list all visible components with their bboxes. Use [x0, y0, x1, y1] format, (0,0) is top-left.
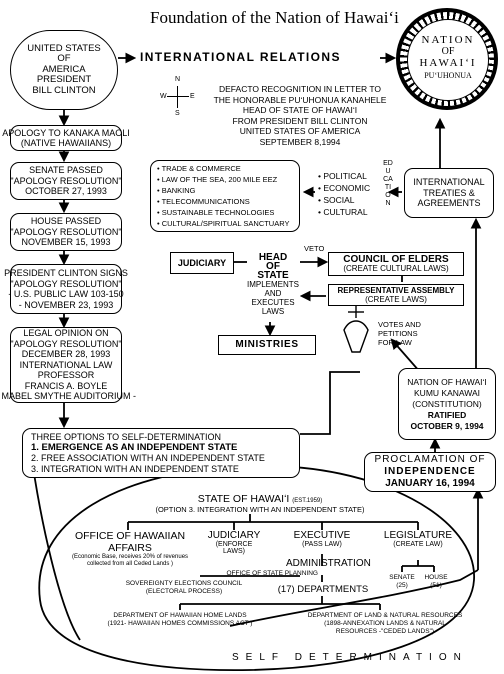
state-departments: (17) DEPARTMENTS [277, 584, 369, 595]
defacto-recognition: DEFACTO RECOGNITION IN LETTER TO THE HON… [213, 84, 387, 147]
state-house: HOUSE (51) [424, 574, 448, 589]
list-item: • BANKING [157, 186, 196, 195]
state-executive: EXECUTIVE (PASS LAW) [293, 530, 351, 548]
usa-box: UNITED STATES OF AMERICA PRESIDENT BILL … [10, 30, 118, 110]
ministries-box: MINISTRIES [218, 335, 316, 355]
state-admin: ADMINISTRATION [286, 558, 371, 569]
kumu-kanawai-box: NATION OF HAWAIʻI KUMU KANAWAI (CONSTITU… [398, 368, 496, 440]
house-box: HOUSE PASSED "APOLOGY RESOLUTION" NOVEMB… [10, 213, 122, 251]
list-item: • TELECOMMUNICATIONS [157, 197, 250, 206]
apology-box: APOLOGY TO KANAKA MAOLI (NATIVE HAWAIIAN… [2, 125, 130, 151]
usa-line: UNITED STATES [27, 42, 101, 54]
list-item: • SUSTAINABLE TECHNOLOGIES [157, 208, 275, 217]
rep-assembly-box: REPRESENTATIVE ASSEMBLY (CREATE LAWS) [328, 284, 464, 306]
state-elections-council: SOVEREIGNTY ELECTIONS COUNCIL (ELECTORAL… [125, 580, 243, 595]
state-planning: OFFICE OF STATE PLANNING [226, 570, 319, 577]
state-option: (OPTION 3. INTEGRATION WITH AN INDEPENDE… [155, 505, 365, 514]
state-senate: SENATE (25) [389, 574, 415, 589]
state-dhhl: DEPARTMENT OF HAWAIIAN HOME LANDS (1921-… [107, 612, 253, 627]
list-item: • CULTURAL/SPIRITUAL SANCTUARY [157, 219, 290, 228]
oha-block: OFFICE OF HAWAIIAN AFFAIRS (Economic Bas… [71, 530, 189, 567]
usa-line: PRESIDENT [36, 74, 92, 86]
state-dlnr: DEPARTMENT OF LAND & NATURAL RESOURCES (… [307, 612, 463, 635]
education-label: EDUCATION [383, 160, 393, 207]
seal-line: OF [441, 46, 455, 57]
usa-line: BILL CLINTON [32, 84, 96, 96]
page-title: Foundation of the Nation of Hawaiʻi [150, 8, 399, 27]
compass-icon: N S W E [160, 76, 195, 117]
veto-label: VETO [304, 244, 325, 253]
treaties-box: INTERNATIONAL TREATIES & AGREEMENTS [404, 168, 494, 218]
proclamation-box: PROCLAMATION OF INDEPENDENCE JANUARY 16,… [364, 452, 496, 492]
usa-line: OF [57, 53, 71, 65]
judiciary-box: JUDICIARY [170, 252, 234, 274]
senate-box: SENATE PASSED "APOLOGY RESOLUTION" OCTOB… [10, 162, 122, 200]
self-determination-label: SELF DETERMINATION [232, 652, 468, 663]
state-legislature: LEGISLATURE (CREATE LAW) [383, 530, 453, 548]
seal-line: PUʻUHONUA [424, 71, 472, 80]
list-item: • CULTURAL [318, 207, 368, 217]
head-of-state: HEAD OF STATE IMPLEMENTS AND EXECUTES LA… [247, 246, 299, 322]
international-relations-label: INTERNATIONAL RELATIONS [140, 50, 341, 64]
list-item: • ECONOMIC [318, 183, 371, 193]
usa-line: AMERICA [42, 63, 86, 75]
list-item: • POLITICAL [318, 171, 367, 181]
voter-figure [343, 304, 369, 353]
seal-line: HAWAIʻI [419, 57, 477, 69]
trade-list: • TRADE & COMMERCE • LAW OF THE SEA, 200… [150, 160, 300, 232]
votes-label: VOTES AND PETITIONS FOR LAW [378, 320, 421, 347]
state-judiciary: JUDICIARY (ENFORCE LAWS) [207, 530, 261, 555]
list-item: • SOCIAL [318, 195, 355, 205]
pesc-list: • POLITICAL • ECONOMIC • SOCIAL • CULTUR… [318, 170, 370, 218]
nation-seal: NATION OF HAWAIʻI PUʻUHONUA [396, 8, 498, 110]
list-item: • LAW OF THE SEA, 200 MILE EEZ [157, 175, 278, 184]
three-options-box: THREE OPTIONS TO SELF-DETERMINATION 1. E… [22, 428, 300, 478]
legal-opinion-box: LEGAL OPINION ON "APOLOGY RESOLUTION" DE… [0, 327, 137, 403]
seal-line: NATION [421, 34, 475, 46]
list-item: • TRADE & COMMERCE [157, 164, 241, 173]
state-title: STATE OF HAWAIʻI (EST.1959) [197, 493, 323, 505]
clinton-signs-box: PRESIDENT CLINTON SIGNS "APOLOGY RESOLUT… [4, 264, 128, 314]
council-box: COUNCIL OF ELDERS (CREATE CULTURAL LAWS) [328, 252, 464, 276]
